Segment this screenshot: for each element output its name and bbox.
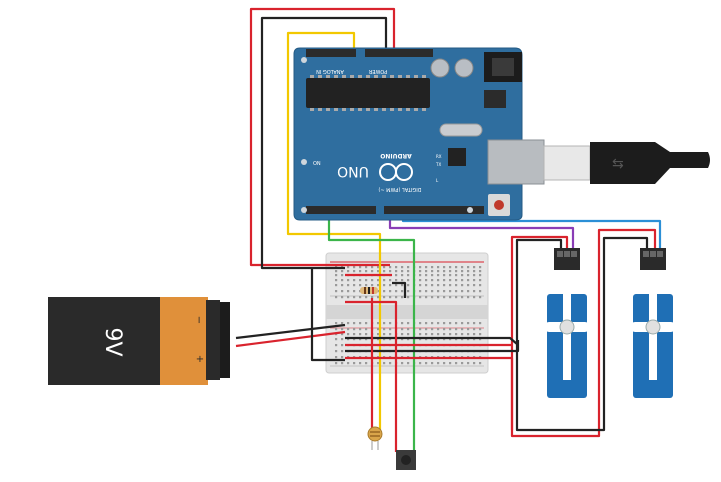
wire-black-rail	[345, 336, 518, 345]
photoresistor[interactable]	[367, 426, 383, 450]
servo-1[interactable]	[544, 248, 590, 398]
arduino-model: UNO	[337, 163, 369, 179]
wire-black-gnd	[260, 16, 388, 270]
digital-label: DIGITAL (PWM ~)	[378, 186, 421, 192]
on-label: ON	[313, 161, 321, 167]
servo-2[interactable]	[630, 248, 676, 398]
battery-9v[interactable]: 9V − +	[48, 297, 230, 385]
battery-label: 9V	[100, 327, 125, 356]
arduino-logo	[379, 163, 413, 181]
wires	[235, 7, 662, 452]
push-button[interactable]	[396, 450, 416, 470]
wire-black-servo1	[515, 236, 649, 432]
wire-black-loop	[310, 268, 345, 362]
power-label: POWER	[368, 68, 387, 74]
wire-red-button	[345, 300, 398, 452]
wire-black-resistor	[392, 281, 407, 298]
arduino-uno[interactable]: ARDUINO UNO ON DIGITAL (PWM ~) ANALOG IN…	[293, 47, 545, 221]
battery-plus: +	[196, 354, 204, 365]
wire-red-servo1	[510, 228, 657, 438]
usb-icon: ⇆	[612, 156, 624, 172]
breadboard[interactable]	[325, 252, 489, 374]
resistor[interactable]	[360, 287, 378, 294]
analog-label: ANALOG IN	[316, 68, 344, 74]
l-label: L	[436, 178, 439, 183]
wire-red-rail2	[345, 356, 514, 430]
wire-black-rail2	[345, 340, 520, 353]
arduino-brand: ARDUINO	[380, 152, 411, 159]
wire-red-5v	[249, 7, 396, 267]
wire-red-battery	[235, 330, 346, 348]
usb-cable[interactable]: ⇆	[543, 142, 710, 184]
tx-label: TX	[435, 162, 441, 167]
battery-minus: −	[193, 316, 204, 324]
wire-yellow-a0	[286, 31, 382, 432]
wire-black-battery	[235, 323, 346, 340]
rx-label: RX	[436, 154, 442, 159]
